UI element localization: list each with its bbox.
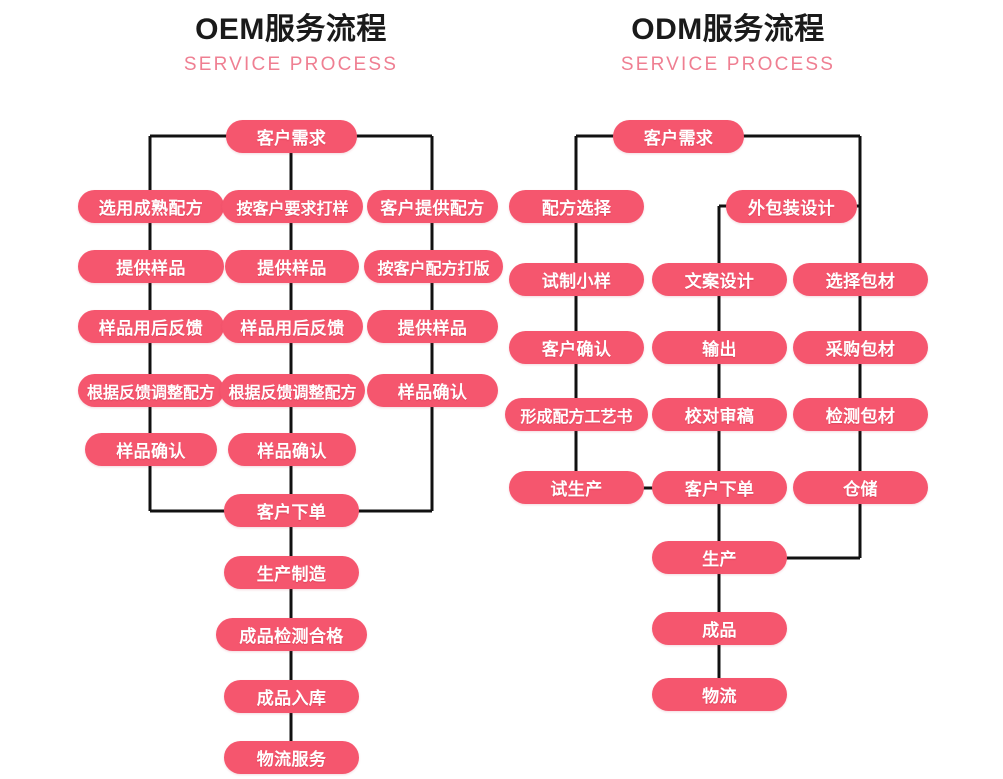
process-node-odm-sub[interactable]: 外包装设计 bbox=[726, 190, 857, 223]
process-node-label: 物流 bbox=[702, 687, 737, 706]
process-node-oem-b2[interactable]: 提供样品 bbox=[225, 250, 359, 283]
process-node-odm-a2[interactable]: 试制小样 bbox=[509, 263, 644, 296]
process-node-label: 客户下单 bbox=[684, 480, 755, 499]
process-node-oem-b1[interactable]: 按客户要求打样 bbox=[222, 190, 363, 223]
odm-title-en: SERVICE PROCESS bbox=[620, 53, 836, 75]
process-node-label: 提供样品 bbox=[257, 259, 327, 278]
process-node-oem-c3[interactable]: 提供样品 bbox=[367, 310, 498, 343]
process-node-label: 试制小样 bbox=[541, 272, 612, 291]
process-node-label: 生产制造 bbox=[256, 565, 327, 584]
process-node-label: 客户提供配方 bbox=[380, 199, 485, 218]
process-node-odm-c4[interactable]: 仓储 bbox=[793, 471, 928, 504]
process-node-oem-c2[interactable]: 按客户配方打版 bbox=[364, 250, 503, 283]
process-node-odm-a4[interactable]: 形成配方工艺书 bbox=[505, 398, 648, 431]
process-node-label: 客户下单 bbox=[256, 503, 327, 522]
process-node-odm-merge[interactable]: 生产 bbox=[652, 541, 787, 574]
process-node-label: 输出 bbox=[702, 340, 737, 359]
process-node-label: 成品入库 bbox=[256, 689, 327, 708]
process-node-label: 成品检测合格 bbox=[239, 627, 344, 646]
process-node-label: 样品确认 bbox=[397, 383, 468, 402]
oem-heading: OEM服务流程 SERVICE PROCESS bbox=[131, 14, 451, 74]
process-node-odm-c3[interactable]: 检测包材 bbox=[793, 398, 928, 431]
process-node-label: 样品确认 bbox=[116, 442, 186, 461]
process-node-odm-root[interactable]: 客户需求 bbox=[613, 120, 744, 153]
process-node-label: 成品 bbox=[702, 621, 737, 640]
process-node-label: 按客户要求打样 bbox=[236, 200, 349, 218]
odm-title-cn: ODM服务流程 bbox=[631, 13, 825, 46]
process-node-odm-b2[interactable]: 输出 bbox=[652, 331, 787, 364]
process-node-oem-a1[interactable]: 选用成熟配方 bbox=[78, 190, 224, 223]
process-node-oem-b3[interactable]: 样品用后反馈 bbox=[222, 310, 363, 343]
process-node-label: 根据反馈调整配方 bbox=[86, 384, 215, 402]
process-node-label: 文案设计 bbox=[684, 272, 755, 291]
process-node-odm-a5[interactable]: 试生产 bbox=[509, 471, 644, 504]
oem-title-en: SERVICE PROCESS bbox=[183, 53, 399, 75]
process-node-oem-c1[interactable]: 客户提供配方 bbox=[367, 190, 498, 223]
process-node-label: 校对审稿 bbox=[684, 407, 755, 426]
process-node-oem-t1[interactable]: 生产制造 bbox=[224, 556, 359, 589]
process-node-label: 选用成熟配方 bbox=[98, 199, 204, 218]
process-node-oem-root[interactable]: 客户需求 bbox=[226, 120, 357, 153]
process-node-oem-a4[interactable]: 根据反馈调整配方 bbox=[78, 374, 224, 407]
process-node-label: 选择包材 bbox=[825, 272, 896, 291]
process-node-label: 生产 bbox=[702, 550, 737, 569]
process-node-label: 物流服务 bbox=[256, 750, 327, 769]
process-node-label: 检测包材 bbox=[825, 407, 896, 426]
process-node-oem-a5[interactable]: 样品确认 bbox=[85, 433, 217, 466]
process-node-oem-c4[interactable]: 样品确认 bbox=[367, 374, 498, 407]
process-node-label: 客户需求 bbox=[256, 129, 327, 148]
process-node-label: 客户确认 bbox=[541, 340, 612, 359]
process-node-oem-a2[interactable]: 提供样品 bbox=[78, 250, 224, 283]
process-node-label: 采购包材 bbox=[825, 340, 896, 359]
process-node-label: 样品用后反馈 bbox=[98, 319, 204, 338]
process-node-odm-a3[interactable]: 客户确认 bbox=[509, 331, 644, 364]
process-node-oem-t3[interactable]: 成品入库 bbox=[224, 680, 359, 713]
process-node-odm-b1[interactable]: 文案设计 bbox=[652, 263, 787, 296]
process-node-oem-a3[interactable]: 样品用后反馈 bbox=[78, 310, 224, 343]
process-node-label: 样品用后反馈 bbox=[240, 319, 345, 338]
process-node-label: 客户需求 bbox=[643, 129, 714, 148]
process-node-oem-merge[interactable]: 客户下单 bbox=[224, 494, 359, 527]
process-node-odm-c2[interactable]: 采购包材 bbox=[793, 331, 928, 364]
odm-heading: ODM服务流程 SERVICE PROCESS bbox=[568, 14, 888, 74]
oem-title-cn: OEM服务流程 bbox=[195, 13, 387, 46]
process-node-label: 按客户配方打版 bbox=[377, 260, 490, 278]
process-node-oem-b5[interactable]: 样品确认 bbox=[228, 433, 356, 466]
process-node-oem-b4[interactable]: 根据反馈调整配方 bbox=[220, 374, 365, 407]
process-node-label: 提供样品 bbox=[397, 319, 468, 338]
process-node-odm-a1[interactable]: 配方选择 bbox=[509, 190, 644, 223]
process-node-oem-t2[interactable]: 成品检测合格 bbox=[216, 618, 367, 651]
process-node-odm-t2[interactable]: 物流 bbox=[652, 678, 787, 711]
process-node-label: 外包装设计 bbox=[748, 199, 835, 218]
process-node-label: 仓储 bbox=[843, 480, 878, 499]
process-node-label: 形成配方工艺书 bbox=[520, 408, 633, 426]
process-node-oem-t4[interactable]: 物流服务 bbox=[224, 741, 359, 774]
process-node-odm-c1[interactable]: 选择包材 bbox=[793, 263, 928, 296]
process-node-label: 根据反馈调整配方 bbox=[228, 384, 357, 402]
process-node-label: 样品确认 bbox=[257, 442, 327, 461]
process-node-label: 配方选择 bbox=[541, 199, 612, 218]
process-node-label: 提供样品 bbox=[116, 259, 186, 278]
process-node-odm-b3[interactable]: 校对审稿 bbox=[652, 398, 787, 431]
process-node-label: 试生产 bbox=[550, 480, 603, 499]
process-node-odm-t1[interactable]: 成品 bbox=[652, 612, 787, 645]
process-node-odm-b4[interactable]: 客户下单 bbox=[652, 471, 787, 504]
